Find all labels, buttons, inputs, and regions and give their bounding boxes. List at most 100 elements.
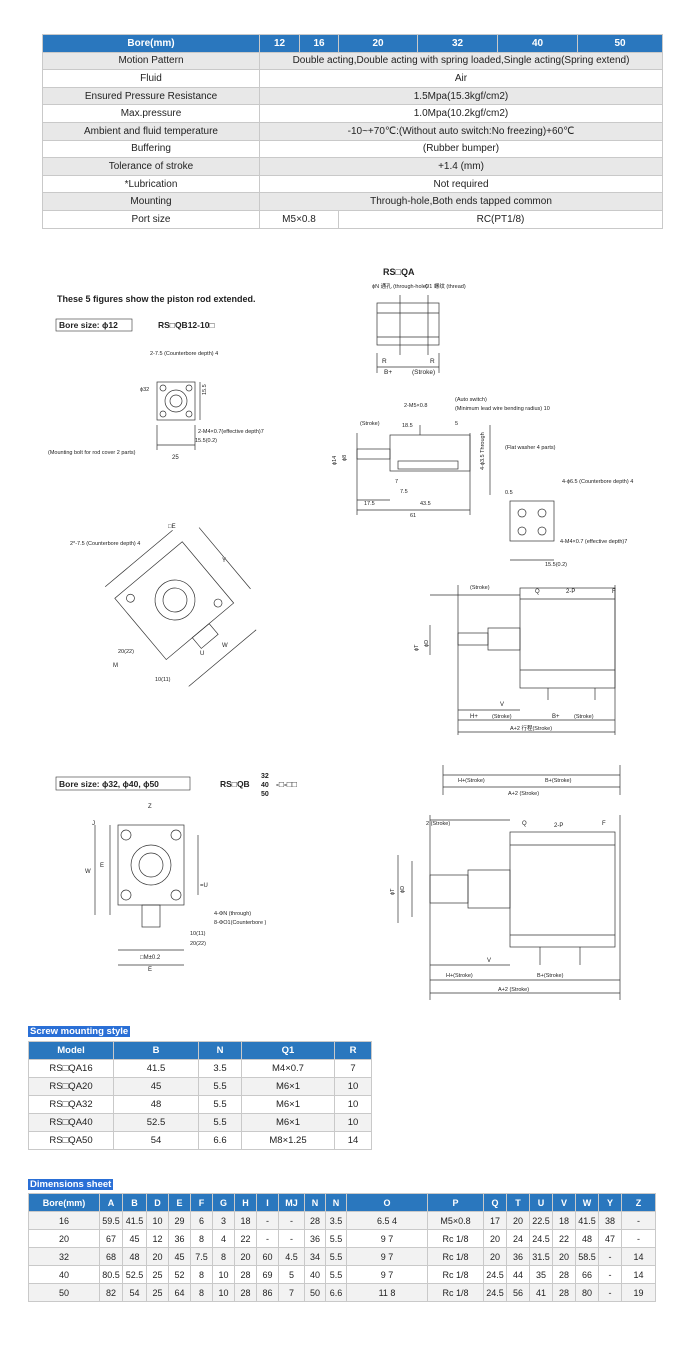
spec-header-cell: 50	[577, 34, 663, 53]
table-cell: 9 7	[346, 1265, 428, 1284]
dim-label: 7.5	[400, 489, 408, 495]
v-label: V	[487, 958, 491, 964]
table-cell: -	[256, 1229, 279, 1248]
spec-header-cell: 40	[497, 34, 578, 53]
table-cell: RS□QA20	[28, 1077, 114, 1096]
box-e-label: □E	[168, 524, 176, 530]
counterbore-label: 2*-7.5 (Counterbore depth) 4	[70, 541, 140, 547]
dim-header-cell: I	[256, 1193, 279, 1212]
table-cell: 6.6	[198, 1131, 242, 1150]
eq-u-label: =U	[200, 883, 208, 889]
table-cell: 67	[99, 1229, 123, 1248]
table-cell: -	[598, 1247, 622, 1266]
dim-header-cell: Q	[483, 1193, 507, 1212]
table-cell: 8	[190, 1265, 213, 1284]
dim-header-cell: G	[212, 1193, 235, 1212]
screw-header-cell: N	[198, 1041, 242, 1060]
table-cell: 50	[304, 1283, 326, 1302]
table-cell: 47	[598, 1229, 622, 1248]
bore12-model: RS□QB12-10□	[158, 320, 215, 330]
flat-washer-label: (Flat washer 4 parts)	[505, 445, 556, 451]
dim-header-cell: V	[552, 1193, 576, 1212]
spec-label: Port size	[42, 209, 260, 229]
m5-port-label: 2-M5×0.8	[404, 403, 427, 409]
thread-label: O1 螺纹 (thread)	[425, 282, 466, 290]
table-cell: 10	[334, 1113, 372, 1132]
table-cell: 40	[28, 1265, 100, 1284]
mounting-bolt-label: (Mounting bolt for rod cover 2 parts)	[48, 450, 136, 456]
z-label: Z	[148, 804, 152, 810]
table-cell: 3	[212, 1211, 235, 1230]
a-plus2-label: A+2 行程(Stroke)	[510, 724, 552, 732]
table-cell: 59.5	[99, 1211, 123, 1230]
spec-value: -10~+70℃:(Without auto switch:No freezin…	[259, 121, 663, 141]
table-cell: 28	[552, 1265, 576, 1284]
table-cell: 41.5	[113, 1059, 199, 1078]
table-cell: M4×0.7	[241, 1059, 335, 1078]
table-cell: 45	[113, 1077, 199, 1096]
table-cell: 5.5	[325, 1247, 347, 1266]
drawings-canvas: These 5 figures show the piston rod exte…	[48, 267, 633, 1000]
table-cell: 20	[483, 1247, 507, 1266]
table-cell: 22	[234, 1229, 257, 1248]
table-cell: 52.5	[122, 1265, 147, 1284]
dim-header-cell: B	[122, 1193, 147, 1212]
table-cell: 10	[334, 1077, 372, 1096]
spec-header-cell: 32	[417, 34, 498, 53]
table-cell: 20	[146, 1247, 169, 1266]
table-cell: -	[598, 1283, 622, 1302]
dim-header-cell: N	[325, 1193, 347, 1212]
table-cell: 4	[212, 1229, 235, 1248]
dim-label: 20(22)	[190, 941, 206, 947]
b-plus-label: B+	[384, 369, 392, 376]
table-cell: 6.6	[325, 1283, 347, 1302]
b-plus-stroke-label: B+(Stroke)	[537, 973, 564, 979]
m4-4-label: 4-M4×0.7 (effective depth)7	[560, 539, 627, 545]
table-cell: 52.5	[113, 1113, 199, 1132]
rsqa-title: RS□QA	[383, 267, 415, 277]
table-cell: M6×1	[241, 1113, 335, 1132]
table-cell: 36	[304, 1229, 326, 1248]
table-cell: 24.5	[483, 1265, 507, 1284]
dim-header-cell: O	[346, 1193, 428, 1212]
e-label: E	[148, 967, 152, 973]
stroke-label: (Stroke)	[360, 421, 380, 427]
dim-table-title: Dimensions sheet	[28, 1179, 114, 1190]
screw-header-row: Model B N Q1 R	[28, 1041, 372, 1060]
screw-header-cell: Model	[28, 1041, 114, 1060]
table-cell: 14	[621, 1265, 656, 1284]
dim-header-cell: A	[99, 1193, 123, 1212]
dim-label: 10(11)	[155, 677, 171, 683]
table-cell: 5.5	[325, 1229, 347, 1248]
model-multi-size: 50	[261, 791, 269, 798]
table-cell: 44	[506, 1265, 530, 1284]
spec-label: *Lubrication	[42, 174, 260, 194]
j-label: J	[92, 821, 95, 827]
stroke-label: (Stroke)	[492, 714, 512, 720]
dim-label: 10(11)	[190, 931, 206, 937]
table-cell: 20	[552, 1247, 576, 1266]
through-label: 4-ϕ3.5 Through	[480, 432, 486, 470]
table-cell: 60	[256, 1247, 279, 1266]
a-plus2-stroke-label: A+2 (Stroke)	[508, 791, 539, 797]
table-cell: 69	[256, 1265, 279, 1284]
table-cell: 24	[506, 1229, 530, 1248]
table-cell: 80	[575, 1283, 599, 1302]
dim-label: 0.5	[505, 490, 513, 496]
o1-counterbore-label: 8-ΦO1(Counterbore )	[214, 920, 267, 926]
table-cell: 11 8	[346, 1283, 428, 1302]
table-cell: 66	[575, 1265, 599, 1284]
table-cell: 12	[146, 1229, 169, 1248]
table-cell: 80.5	[99, 1265, 123, 1284]
table-cell: 28	[234, 1283, 257, 1302]
m-tol-label: □M±0.2	[140, 955, 161, 961]
spec-label: Motion Pattern	[42, 51, 260, 71]
dim-header-cell: D	[146, 1193, 169, 1212]
spec-label: Buffering	[42, 139, 260, 159]
spec-value: (Rubber bumper)	[259, 139, 663, 159]
